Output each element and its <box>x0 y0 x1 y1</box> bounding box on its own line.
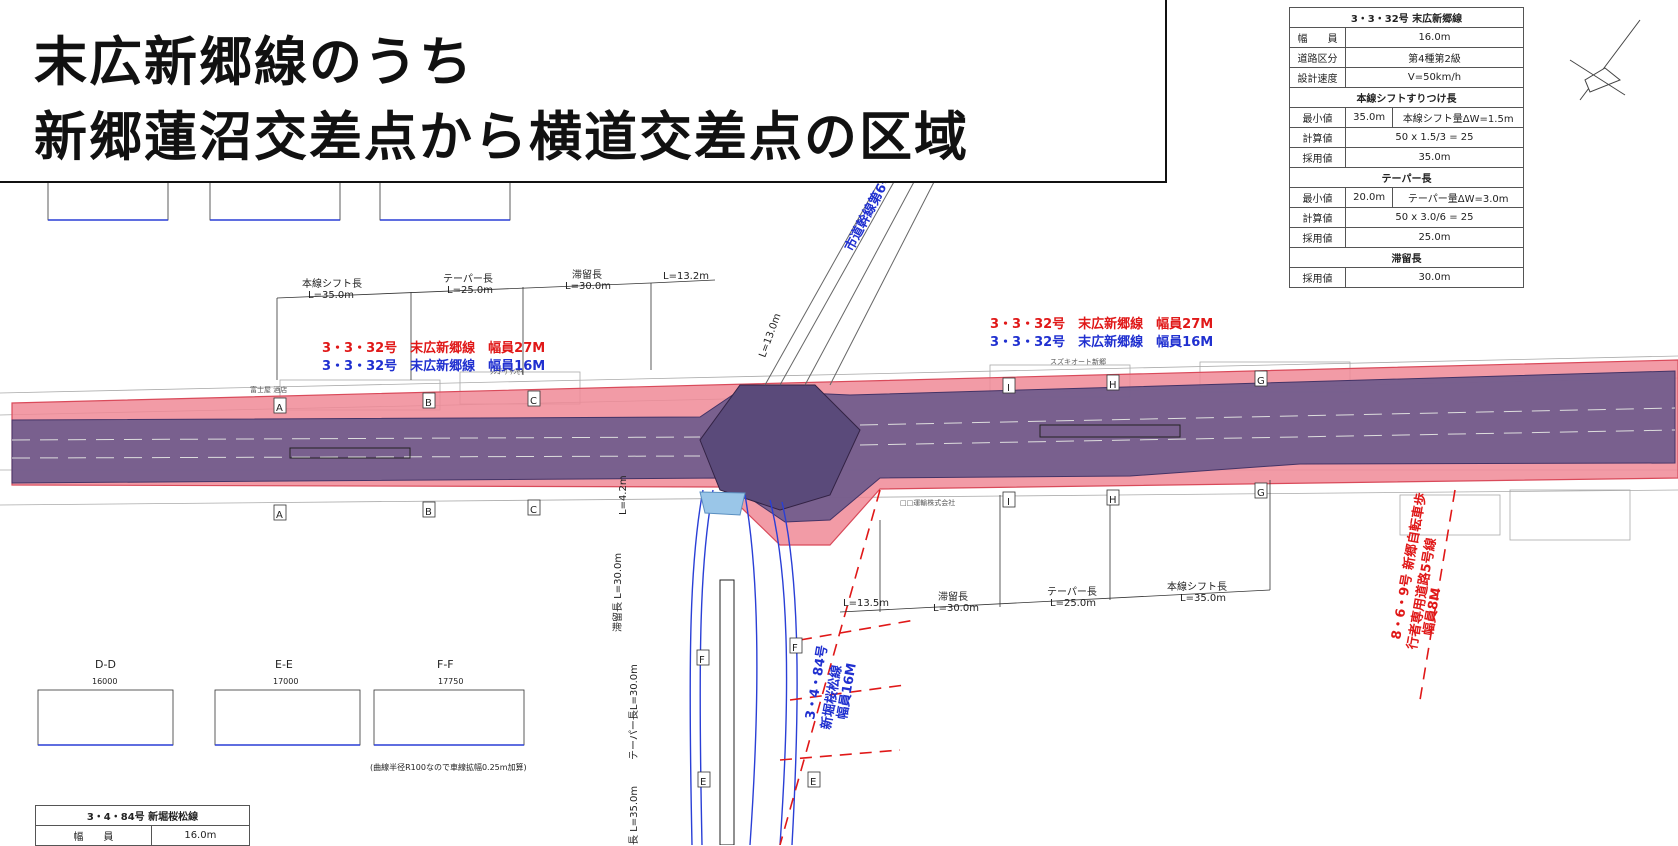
spec-row-value: 30.0m <box>1344 267 1525 288</box>
marker-c-top: C <box>530 396 537 407</box>
north-arrow-icon <box>1569 19 1641 101</box>
red-road-label-right: 3・3・32号 末広新郷線 幅員27M <box>990 316 1213 332</box>
spec-shift-header: 本線シフトすりつけ長 <box>1289 87 1524 108</box>
cross-section-ff-label: F-F <box>437 658 454 671</box>
title-box: 末広新郷線のうち 新郷蓮沼交差点から横道交差点の区域 <box>0 0 1167 183</box>
red-road-label-left: 3・3・32号 末広新郷線 幅員27M <box>322 340 545 356</box>
spec-row-label: 設計速度 <box>1289 67 1346 88</box>
marker-i-top: I <box>1007 383 1010 394</box>
dim-bottom-taper: テーパー長 <box>1047 586 1097 598</box>
marker-i-bottom: I <box>1007 497 1010 508</box>
spec-row-value: 25.0m <box>1344 227 1525 248</box>
marker-b-bottom: B <box>425 507 432 518</box>
cross-section-ff-total: 17750 <box>438 677 463 686</box>
cross-section-dd-label: D-D <box>95 658 116 671</box>
spec-row-value: 50 x 3.0/6 = 25 <box>1344 207 1525 228</box>
dim-bottom-extra: L=13.5m <box>843 598 889 609</box>
cross-section-ee-total: 17000 <box>273 677 298 686</box>
north-road-lines <box>764 179 936 386</box>
marker-f-right: F <box>792 643 798 654</box>
lane-lines <box>11 407 1676 459</box>
section-marker-boxes <box>273 370 1268 788</box>
cross-section-schematics <box>37 164 525 746</box>
spec-row-value: 第4種第2級 <box>1344 47 1525 68</box>
pedestrian-route-dashed <box>779 489 1456 845</box>
spec-row-note: 本線シフト量ΔW=1.5m <box>1392 107 1524 128</box>
spec-main-header: 3・3・32号 末広新郷線 <box>1289 7 1524 28</box>
dim-bottom-storage-val: L=30.0m <box>933 603 979 614</box>
dimension-lines-top <box>276 279 716 380</box>
dim-vert-storage: 滞留長 L=30.0m <box>611 553 624 632</box>
marker-h-top: H <box>1109 380 1117 391</box>
intersection-area <box>699 384 861 511</box>
building-label-shop-top: スズキオート新郷 <box>1050 357 1106 366</box>
marker-f-left: F <box>699 655 705 666</box>
spec-row-value: 16.0m <box>150 825 251 846</box>
dim-top-storage-val: L=30.0m <box>565 281 611 292</box>
marker-g-bottom: G <box>1257 488 1265 499</box>
marker-b-top: B <box>425 398 432 409</box>
marker-a-top: A <box>276 403 283 414</box>
blue-road-label-left: 3・3・32号 末広新郷線 幅員16M <box>322 358 545 374</box>
marker-a-bottom: A <box>276 510 283 521</box>
cross-section-note: (曲線半径R100なので車線拡幅0.25m加算) <box>370 762 527 772</box>
spec-row-value: 35.0m <box>1344 147 1525 168</box>
building-label-shop-left: 富士屋 酒店 <box>250 385 287 394</box>
dim-bottom-shift-val: L=35.0m <box>1180 593 1226 604</box>
spec-row-value: 16.0m <box>1344 27 1525 48</box>
title-line-1: 末広新郷線のうち <box>34 32 474 93</box>
marker-g-top: G <box>1257 376 1265 387</box>
dim-vert-shift: 長 L=35.0m <box>628 786 640 845</box>
cross-section-ee-label: E-E <box>275 658 293 671</box>
dim-vert-extra: L=4.2m <box>618 475 629 515</box>
blue-road-label-right: 3・3・32号 末広新郷線 幅員16M <box>990 334 1213 350</box>
dim-bottom-taper-val: L=25.0m <box>1050 598 1096 609</box>
spec-row-label: 幅 員 <box>35 825 152 846</box>
spec-row-label: 最小値 <box>1289 107 1346 128</box>
spec-row-label: 計算値 <box>1289 207 1346 228</box>
dim-top-extra: L=13.2m <box>663 271 709 282</box>
spec-sub-header: 3・4・84号 新堀桜松線 <box>35 805 250 826</box>
spec-taper-header: テーパー長 <box>1289 167 1524 188</box>
spec-row-value: 50 x 1.5/3 = 25 <box>1344 127 1525 148</box>
spec-row-label: 採用値 <box>1289 267 1346 288</box>
side-road-wedge <box>699 491 746 516</box>
marker-c-bottom: C <box>530 505 537 516</box>
dim-bottom-shift: 本線シフト長 <box>1167 580 1227 593</box>
spec-storage-header: 滞留長 <box>1289 247 1524 268</box>
dim-top-shift-val: L=35.0m <box>308 290 354 301</box>
marker-e-right: E <box>810 777 816 788</box>
spec-row-label: 幅 員 <box>1289 27 1346 48</box>
marker-h-bottom: H <box>1109 495 1117 506</box>
spec-row-label: 最小値 <box>1289 187 1346 208</box>
title-line-2: 新郷蓮沼交差点から横道交差点の区域 <box>34 107 969 168</box>
dim-bottom-storage: 滞留長 <box>938 590 968 603</box>
dim-top-taper-val: L=25.0m <box>447 285 493 296</box>
hatched-zebra-areas <box>289 424 1181 845</box>
spec-row-label: 採用値 <box>1289 147 1346 168</box>
dim-top-taper: テーパー長 <box>443 273 493 285</box>
building-label-shop-mid: ｼﾝｺﾞｳ ｹﾝｾｲ <box>490 368 524 376</box>
spec-row-label: 採用値 <box>1289 227 1346 248</box>
spec-row-value: 20.0m <box>1344 187 1394 208</box>
spec-row-value: V=50km/h <box>1344 67 1525 88</box>
building-label-company: □□運輸株式会社 <box>900 498 955 507</box>
dim-angled-extra: L=13.0m <box>757 312 783 359</box>
cross-section-dd-total: 16000 <box>92 677 117 686</box>
dim-top-storage: 滞留長 <box>572 268 602 281</box>
spec-row-label: 計算値 <box>1289 127 1346 148</box>
spec-row-note: テーパー量ΔW=3.0m <box>1392 187 1524 208</box>
dim-vert-taper: テーパー長L=30.0m <box>628 664 640 760</box>
dimension-lines-bottom <box>839 480 1271 613</box>
spec-row-label: 道路区分 <box>1289 47 1346 68</box>
spec-row-value: 35.0m <box>1344 107 1394 128</box>
dim-top-shift: 本線シフト長 <box>302 277 362 290</box>
marker-e-left: E <box>700 777 706 788</box>
